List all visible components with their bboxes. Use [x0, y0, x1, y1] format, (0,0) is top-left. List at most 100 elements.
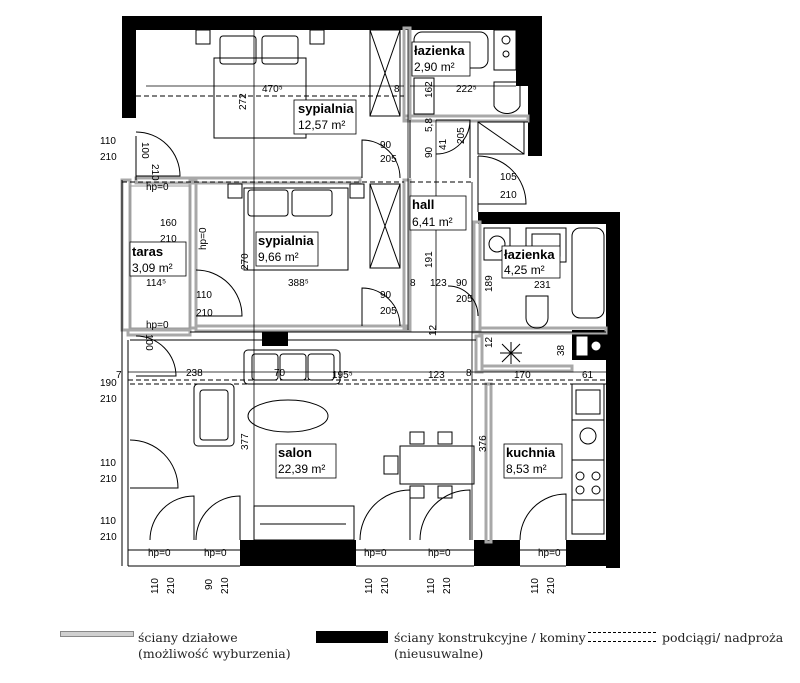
legend-partition-text: ściany działowe (możliwość wyburzenia)	[138, 630, 291, 662]
dim-label: 210	[100, 394, 117, 405]
dim-label: 114⁵	[146, 278, 166, 289]
sofa	[243, 349, 341, 385]
dim-label: 189	[484, 275, 495, 292]
wall-kitchen-top	[480, 364, 574, 373]
door-south-5	[519, 493, 567, 541]
dim-label: 270	[240, 253, 251, 270]
dim-label: 195⁵	[332, 370, 353, 381]
armchair	[193, 383, 235, 447]
dim-label: 205	[380, 306, 397, 317]
dim-label: 210	[100, 532, 117, 543]
dim-label: 210	[196, 308, 213, 319]
dim-label: 272	[238, 93, 249, 110]
room-area-bedroom1: 12,57 m²	[298, 118, 345, 132]
room-area-living: 22,39 m²	[278, 462, 325, 476]
dim-label: 160	[160, 218, 177, 229]
dim-label: 162	[424, 81, 435, 98]
door-terrace-1	[135, 131, 181, 177]
wall-bedroom2-bottom	[194, 324, 408, 333]
legend-structural-swatch	[316, 631, 388, 643]
hp-label: hp=0	[148, 548, 171, 559]
dim-label: 123	[428, 370, 445, 381]
wall-bedroom1-bath	[402, 26, 412, 122]
wall-south-1	[240, 540, 356, 566]
wall-bath-right	[516, 28, 530, 86]
wall-bath2-bottom	[478, 326, 608, 335]
room-name-bathroom1: łazienka	[414, 43, 465, 58]
door-terrace-2	[195, 269, 243, 317]
dim-label: 100	[139, 142, 150, 159]
wardrobe-2	[369, 183, 401, 269]
dim-label: 210	[442, 577, 453, 594]
door-south-1	[149, 495, 195, 541]
wall-east-top	[478, 212, 620, 224]
wall-terrace-top	[120, 178, 132, 332]
dim-label: 377	[240, 433, 251, 450]
dim-label: 110	[196, 290, 212, 301]
room-name-hall: hall	[412, 197, 434, 212]
dim-label: 8	[466, 368, 472, 379]
dim-label: 61	[582, 370, 594, 381]
room-area-kitchen: 8,53 m²	[506, 462, 547, 476]
furniture	[129, 29, 605, 541]
legend-structural-line1: ściany konstrukcyjne / kominy	[394, 630, 586, 645]
legend-beams-line: podciągi/ nadproża	[662, 630, 784, 645]
door-living-1	[135, 335, 177, 377]
dim-label: 8	[394, 84, 400, 95]
doors	[129, 119, 567, 541]
dim-label: 210	[220, 577, 231, 594]
dim-label: 210	[160, 234, 177, 245]
door-bath2	[447, 285, 479, 317]
coffee-table	[247, 399, 329, 433]
dim-label: 90	[380, 290, 392, 301]
door-bedroom2	[361, 287, 401, 327]
dim-label: 12	[428, 324, 439, 336]
dim-label: 190	[100, 378, 117, 389]
sink-1	[413, 77, 435, 115]
outline-lines	[121, 120, 606, 567]
wall-kitchen-divider	[484, 382, 493, 544]
dim-label: 41	[438, 138, 449, 150]
tv-unit	[253, 505, 355, 541]
structural-walls	[122, 16, 620, 568]
wall-south-2	[474, 540, 520, 566]
legend-beams-swatch	[588, 632, 656, 642]
hp-label: hp=0	[364, 548, 387, 559]
dim-label: 70	[274, 368, 286, 379]
dim-label: 210	[380, 577, 391, 594]
beam-lines	[122, 95, 606, 385]
room-area-bathroom1: 2,90 m²	[414, 60, 455, 74]
dim-label: 5,8	[424, 118, 435, 132]
wall-shaft-left	[262, 330, 288, 346]
door-living-2	[129, 439, 179, 489]
room-name-living: salon	[278, 445, 312, 460]
legend-partition-line1: ściany działowe	[138, 630, 238, 645]
dim-label: 205	[456, 294, 473, 305]
wall-bath2-left	[472, 220, 482, 334]
dim-label: 110	[364, 578, 375, 594]
door-south-3	[359, 489, 411, 541]
dim-label: 7	[116, 370, 122, 381]
dim-label: 191	[424, 251, 435, 268]
dim-label: 110	[100, 136, 116, 147]
dim-label: 38	[556, 344, 567, 356]
dim-label: 110	[100, 516, 116, 527]
legend-partition-swatch	[60, 631, 134, 637]
room-name-bedroom2: sypialnia	[258, 233, 314, 248]
dim-label: 376	[478, 435, 489, 452]
room-area-bedroom2: 9,66 m²	[258, 250, 299, 264]
room-labels: sypialnia 12,57 m² łazienka 2,90 m² tara…	[129, 41, 563, 479]
dim-label: 110	[530, 578, 541, 594]
wall-north-left	[122, 16, 136, 118]
dim-label: 123	[430, 278, 447, 289]
hall-wardrobe	[477, 121, 525, 155]
wall-hall-left	[402, 178, 412, 332]
wall-bedroom1-bottom	[134, 176, 362, 185]
door-bedroom1	[361, 139, 401, 179]
kitchen-counter	[571, 383, 605, 535]
room-area-terrace: 3,09 m²	[132, 261, 173, 275]
wall-east	[606, 212, 620, 568]
room-name-bathroom2: łazienka	[504, 247, 555, 262]
wall-north-right	[528, 16, 542, 156]
dim-label: 205	[380, 154, 397, 165]
